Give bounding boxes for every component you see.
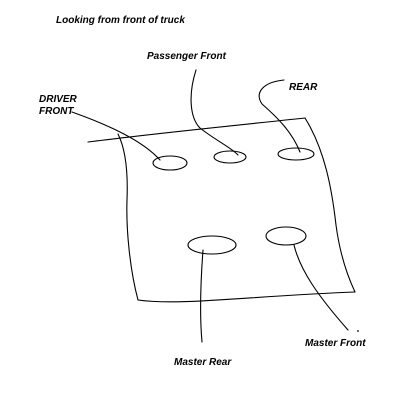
port-driver-front — [152, 155, 188, 171]
block-right-edge — [304, 117, 356, 293]
leader-rear — [258, 79, 301, 153]
port-master-front — [265, 226, 307, 246]
label-master-rear: Master Rear — [174, 357, 232, 368]
port-master-rear — [187, 235, 237, 255]
leader-driver-front — [71, 111, 161, 161]
label-passenger-front: Passenger Front — [147, 51, 226, 62]
caption-looking-from-front: Looking from front of truck — [56, 15, 185, 26]
leader-master-front — [293, 244, 349, 331]
port-rear — [277, 147, 315, 161]
label-driver-front-line1: DRIVER — [39, 94, 77, 105]
leader-master-rear — [200, 249, 204, 343]
port-passenger-front — [213, 150, 247, 164]
block-left-edge — [117, 133, 139, 301]
label-driver-front-line2: FRONT — [39, 106, 74, 117]
label-master-front: Master Front — [305, 338, 366, 349]
block-top-edge — [87, 117, 306, 143]
label-rear: REAR — [289, 82, 318, 93]
block-bottom-edge — [137, 291, 356, 303]
stray-dot — [357, 330, 359, 332]
leader-passenger-front — [190, 69, 239, 156]
